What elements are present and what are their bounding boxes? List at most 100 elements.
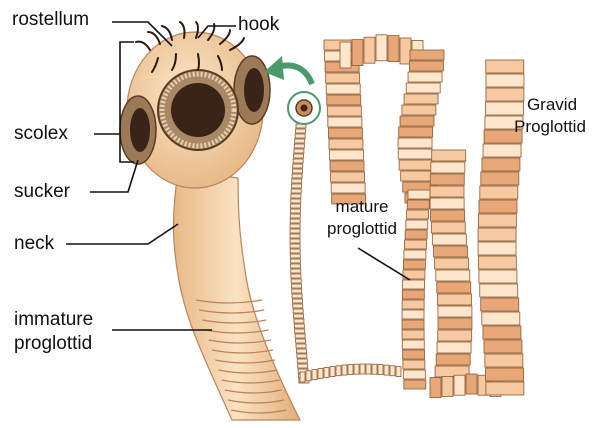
proglottid-segment xyxy=(290,278,302,284)
neck-leader xyxy=(66,223,179,245)
immature-segment-line xyxy=(227,399,285,404)
rostellum-hooks xyxy=(135,21,245,73)
proglottid-segment xyxy=(402,359,426,370)
immature-segment-line xyxy=(218,369,278,374)
proglottid-segment xyxy=(401,289,425,300)
proglottid-segment xyxy=(402,369,426,380)
label-immature-1: immature xyxy=(14,309,94,330)
proglottid-segment xyxy=(402,259,426,270)
proglottid-segment xyxy=(299,371,306,383)
proglottid-segment xyxy=(401,319,425,330)
proglottid-segment xyxy=(405,219,429,230)
proglottid-segment xyxy=(436,341,472,354)
proglottid-segment xyxy=(435,269,471,282)
proglottid-segment xyxy=(399,115,435,127)
proglottid-segment xyxy=(436,281,472,294)
proglottid-segment xyxy=(341,364,348,376)
immature-segment-line xyxy=(202,319,267,324)
proglottid-segment xyxy=(294,133,306,139)
scolex-marker xyxy=(287,91,321,125)
proglottid-segment xyxy=(477,227,517,242)
proglottid-segment xyxy=(291,288,303,294)
immature-segment-line xyxy=(215,359,276,364)
proglottid-segment xyxy=(293,143,305,149)
proglottid-segment xyxy=(435,353,471,366)
proglottid-segment xyxy=(484,353,524,368)
proglottid-segment xyxy=(292,298,303,304)
proglottid-segment xyxy=(400,170,436,182)
proglottid-segment xyxy=(289,233,301,239)
proglottid-segment xyxy=(465,373,478,395)
proglottid-segment xyxy=(431,233,467,246)
proglottid-segment xyxy=(289,253,301,259)
proglottid-segment xyxy=(481,157,521,172)
proglottid-segment xyxy=(406,209,429,220)
proglottid-segment xyxy=(290,268,302,274)
immature-segment-bands xyxy=(195,299,287,414)
label-sucker: sucker xyxy=(14,181,70,202)
label-gravid-1: Gravid xyxy=(526,95,578,114)
proglottid-segment xyxy=(290,263,301,269)
scolex-bracket xyxy=(119,41,134,163)
proglottid-segment xyxy=(431,149,467,162)
label-rostellum: rostellum xyxy=(12,9,90,30)
proglottid-segment xyxy=(293,148,305,154)
proglottid-segment xyxy=(403,249,427,260)
proglottid-segment xyxy=(291,178,303,184)
proglottid-segment xyxy=(437,305,473,318)
proglottid-segment xyxy=(294,138,306,144)
proglottid-segment xyxy=(294,328,306,334)
proglottid-segment xyxy=(485,59,525,74)
hook-leader xyxy=(197,25,236,39)
proglottid-segment xyxy=(429,377,442,399)
proglottid-segment xyxy=(339,41,352,69)
proglottid-segment xyxy=(429,185,465,198)
proglottid-segment xyxy=(398,126,434,138)
proglottid-segment xyxy=(485,367,524,382)
proglottid-segment xyxy=(331,193,367,205)
proglottid-segment xyxy=(477,255,517,270)
proglottid-segment xyxy=(402,269,426,280)
proglottid-segment xyxy=(292,308,304,314)
proglottid-segment xyxy=(289,218,301,224)
proglottid-segment xyxy=(330,171,366,183)
proglottid-segment xyxy=(403,93,439,105)
proglottid-segment xyxy=(397,148,433,160)
label-neck: neck xyxy=(14,233,55,254)
proglottid-segment xyxy=(289,223,301,229)
proglottid-segment xyxy=(437,317,473,330)
proglottid-segment xyxy=(401,329,425,340)
proglottid-segment xyxy=(433,245,468,258)
proglottid-segment xyxy=(323,367,330,378)
proglottid-segment xyxy=(290,273,302,279)
proglottid-segment xyxy=(290,193,302,199)
proglottid-segment xyxy=(290,203,301,209)
thin-proglottid-chain xyxy=(289,123,402,384)
proglottid-segment xyxy=(430,161,466,174)
proglottid-segment xyxy=(289,213,301,219)
proglottid-segment xyxy=(295,128,306,134)
proglottid-segment xyxy=(485,87,525,102)
proglottid-segment xyxy=(479,283,519,298)
proglottid-segment xyxy=(359,363,366,375)
proglottid-segment xyxy=(483,129,523,144)
proglottid-segment xyxy=(293,313,304,319)
sucker-leader xyxy=(90,159,139,193)
proglottid-segment xyxy=(395,366,402,377)
proglottid-segment xyxy=(296,353,308,359)
proglottid-segment xyxy=(485,101,524,116)
proglottid-segment xyxy=(289,258,301,264)
proglottid-segment xyxy=(294,333,306,339)
proglottid-segment xyxy=(409,49,445,61)
proglottid-segment xyxy=(329,366,336,377)
proglottid-segment xyxy=(325,72,361,84)
proglottid-segment xyxy=(351,39,364,66)
proglottid-segment xyxy=(296,348,307,354)
proglottid-segment xyxy=(477,213,517,228)
proglottid-segment xyxy=(482,325,522,340)
proglottid-segment xyxy=(291,183,302,189)
proglottid-segment xyxy=(328,138,364,150)
proglottid-segment xyxy=(477,241,517,256)
